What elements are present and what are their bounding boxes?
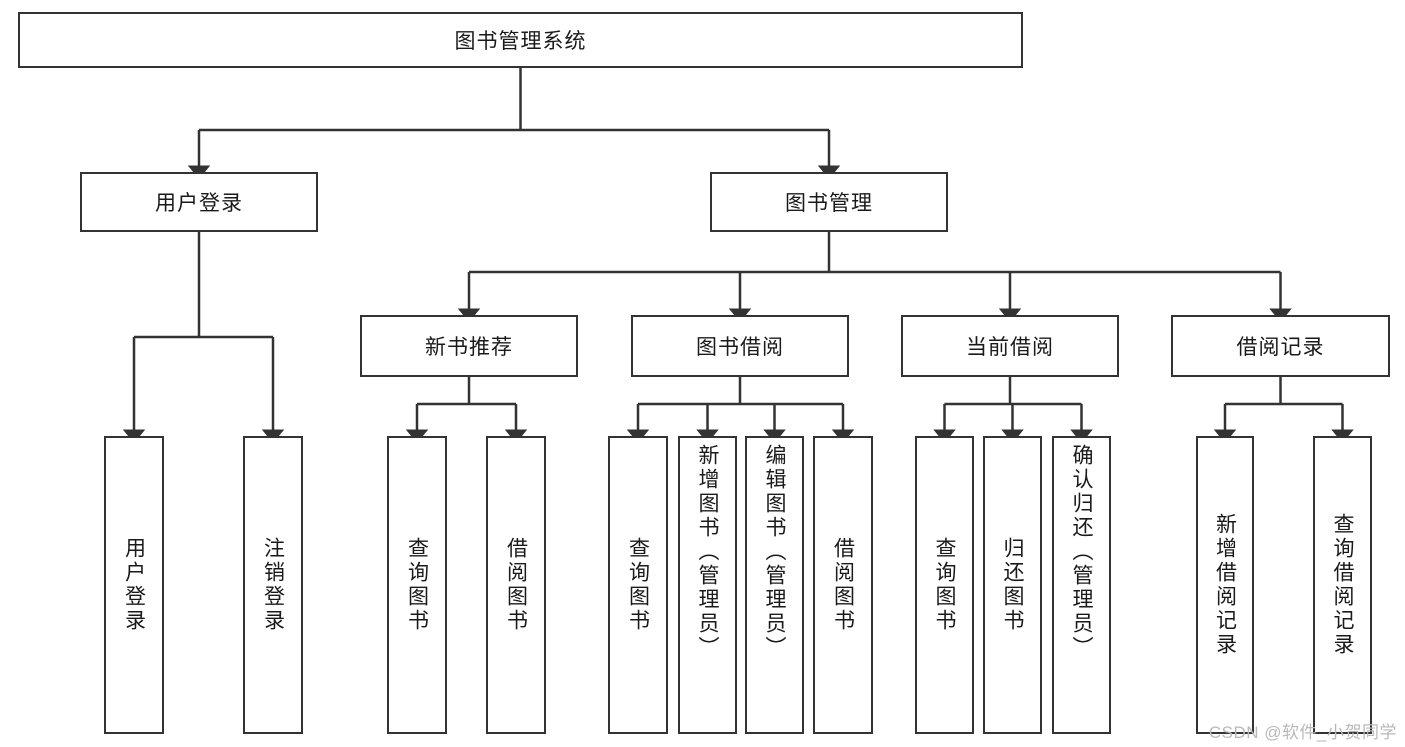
node-label: 确认归还（管理员）	[1070, 444, 1093, 660]
node-leaf-query-book-recommend[interactable]: 查询图书	[387, 436, 447, 734]
node-label: 新增图书（管理员）	[696, 444, 719, 660]
node-label: 查询图书	[405, 537, 429, 633]
node-label: 查询图书	[626, 537, 650, 633]
node-leaf-edit-book[interactable]: 编辑图书（管理员）	[745, 436, 804, 734]
node-leaf-add-book[interactable]: 新增图书（管理员）	[678, 436, 737, 734]
node-label: 用户登录	[122, 537, 146, 633]
node-label: 新书推荐	[425, 336, 513, 359]
node-label: 借阅图书	[831, 537, 855, 633]
node-leaf-logout[interactable]: 注销登录	[243, 436, 303, 734]
node-user-login[interactable]: 用户登录	[80, 172, 318, 232]
node-label: 注销登录	[261, 537, 285, 633]
node-leaf-borrow-book[interactable]: 借阅图书	[813, 436, 873, 734]
node-label: 查询借阅记录	[1331, 513, 1354, 657]
node-new-book-recommend[interactable]: 新书推荐	[360, 315, 578, 377]
node-label: 当前借阅	[966, 336, 1054, 359]
node-label: 图书管理	[785, 192, 873, 215]
node-label: 新增借阅记录	[1213, 513, 1237, 657]
node-label: 归还图书	[1001, 537, 1024, 633]
node-label: 用户登录	[155, 192, 243, 215]
node-label: 借阅图书	[504, 537, 528, 633]
node-label: 图书借阅	[696, 336, 784, 359]
node-leaf-confirm-return[interactable]: 确认归还（管理员）	[1052, 436, 1111, 734]
node-label: 编辑图书（管理员）	[763, 444, 786, 660]
node-leaf-return-book[interactable]: 归还图书	[983, 436, 1042, 734]
node-label: 图书管理系统	[454, 30, 587, 53]
node-book-borrow[interactable]: 图书借阅	[631, 315, 849, 377]
node-leaf-add-borrow-record[interactable]: 新增借阅记录	[1196, 436, 1254, 734]
node-leaf-query-book-borrow[interactable]: 查询图书	[608, 436, 668, 734]
node-book-manage[interactable]: 图书管理	[710, 172, 948, 232]
node-label: 借阅记录	[1236, 336, 1325, 359]
node-leaf-query-book-current[interactable]: 查询图书	[915, 436, 974, 734]
node-label: 查询图书	[933, 537, 956, 633]
csdn-watermark: CSDN @软件_小贺同学	[1208, 723, 1397, 742]
node-leaf-user-login[interactable]: 用户登录	[104, 436, 164, 734]
node-root[interactable]: 图书管理系统	[18, 12, 1023, 68]
node-borrow-record[interactable]: 借阅记录	[1171, 315, 1390, 377]
node-leaf-borrow-book-recommend[interactable]: 借阅图书	[486, 436, 546, 734]
node-current-borrow[interactable]: 当前借阅	[901, 315, 1119, 377]
node-leaf-query-borrow-record[interactable]: 查询借阅记录	[1313, 436, 1372, 734]
